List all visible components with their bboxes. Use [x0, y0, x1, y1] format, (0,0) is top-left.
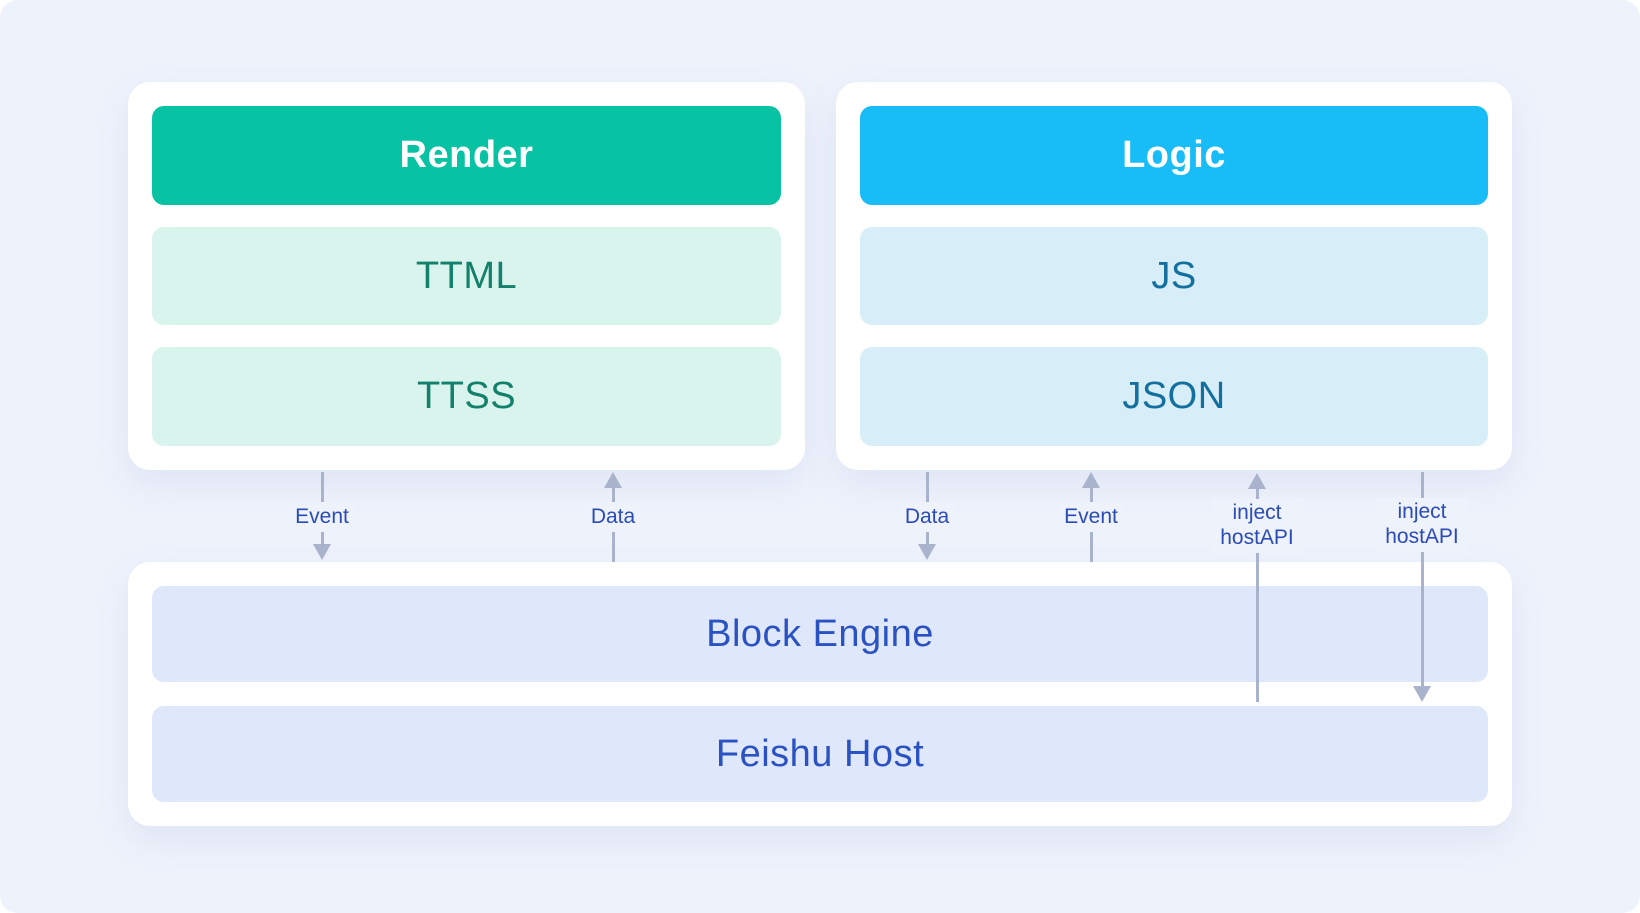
- host-panel: Block Engine Feishu Host: [128, 562, 1512, 826]
- arrow-line: [1255, 487, 1259, 702]
- logic-panel: Logic JS JSON: [836, 82, 1512, 470]
- block-engine-box: Block Engine: [152, 586, 1488, 682]
- feishu-host-box: Feishu Host: [152, 706, 1488, 802]
- arrow-label: Event: [289, 502, 355, 532]
- js-label: JS: [1151, 254, 1197, 297]
- render-panel: Render TTML TTSS: [128, 82, 805, 470]
- ttss-box: TTSS: [152, 347, 781, 447]
- ttml-box: TTML: [152, 226, 781, 326]
- arrow-label: Data: [898, 502, 956, 532]
- arrow-line: [1420, 472, 1424, 688]
- arrow-head-down-icon: [313, 544, 331, 560]
- arrow-label: Event: [1058, 502, 1124, 532]
- block-engine-label: Block Engine: [706, 612, 934, 655]
- render-header-label: Render: [399, 133, 534, 176]
- arrow-head-up-icon: [1082, 472, 1100, 488]
- arrow-head-down-icon: [918, 544, 936, 560]
- arrow-head-down-icon: [1413, 686, 1431, 702]
- feishu-host-label: Feishu Host: [715, 732, 925, 775]
- json-box: JSON: [860, 347, 1488, 447]
- ttss-label: TTSS: [416, 375, 517, 418]
- arrow-head-up-icon: [1248, 473, 1266, 489]
- arrow-label: Data: [584, 502, 642, 532]
- render-header-box: Render: [152, 106, 781, 205]
- js-box: JS: [860, 226, 1488, 326]
- logic-header-box: Logic: [860, 106, 1488, 205]
- logic-header-label: Logic: [1122, 133, 1226, 176]
- ttml-label: TTML: [415, 254, 518, 297]
- json-label: JSON: [1122, 375, 1226, 418]
- arrow-label: inject hostAPI: [1376, 498, 1468, 552]
- arrow-label: inject hostAPI: [1211, 499, 1303, 553]
- arrow-head-up-icon: [604, 472, 622, 488]
